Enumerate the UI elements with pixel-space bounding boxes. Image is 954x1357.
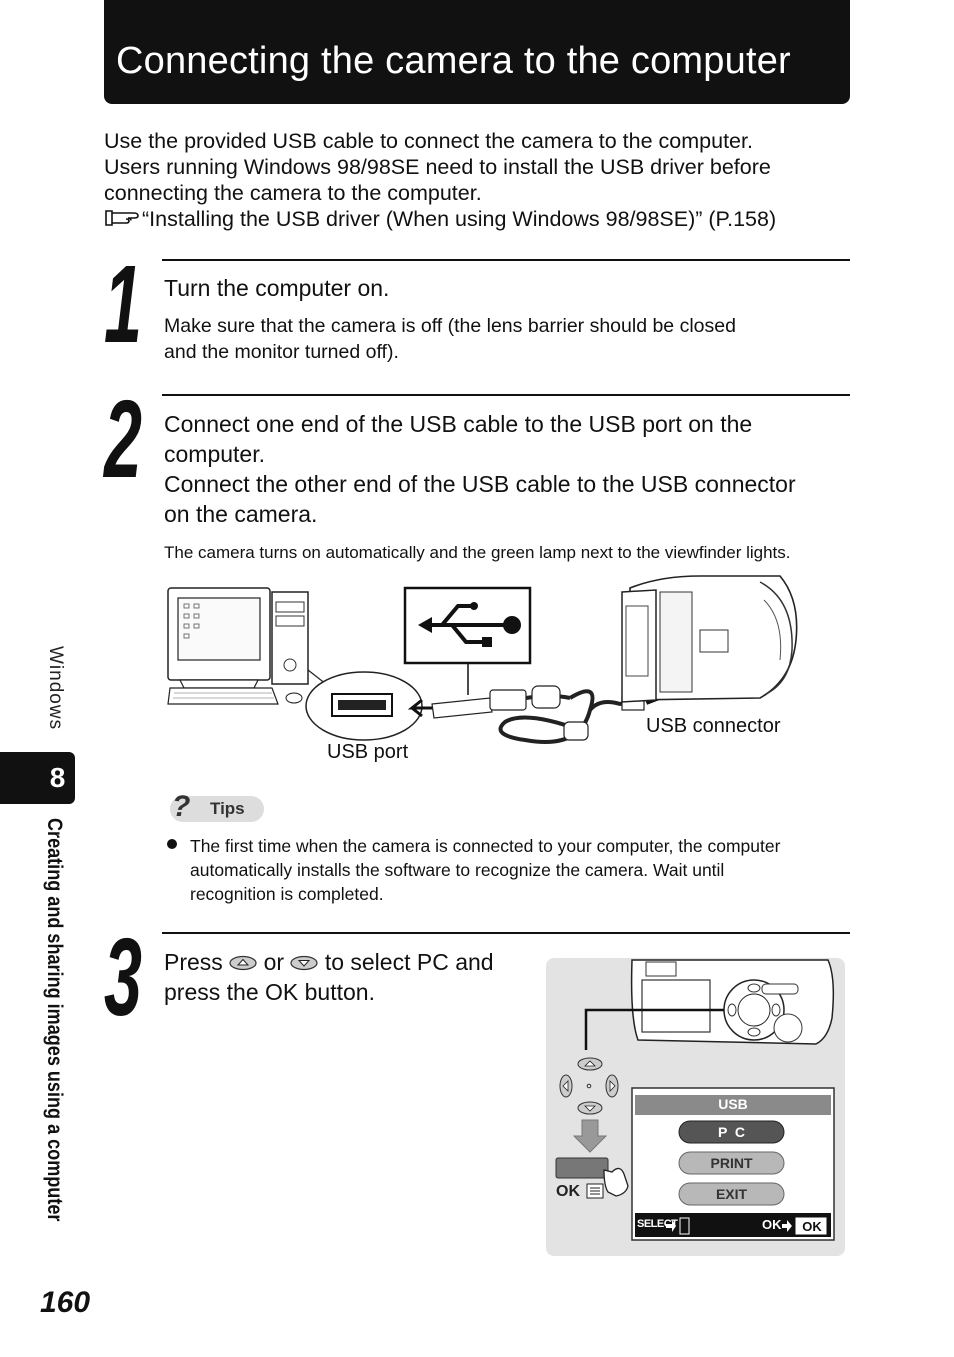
step-divider <box>162 932 850 934</box>
step-3-instruction-line: Press or to select PC and <box>164 947 544 977</box>
step-2-instruction-line: on the camera. <box>164 501 318 527</box>
menu-footer-ok: OK <box>762 1217 782 1232</box>
ok-button-label: OK <box>556 1183 580 1200</box>
direction-pad-icon <box>559 1057 619 1115</box>
step-3-text: Press <box>164 949 223 975</box>
camera-back-icon <box>630 959 835 1045</box>
page-number: 160 <box>40 1286 91 1319</box>
step-3-instruction-line: press the OK button. <box>164 979 375 1005</box>
intro-line: Use the provided USB cable to connect th… <box>104 129 753 153</box>
step-2-instruction-line: Connect the other end of the USB cable t… <box>164 471 796 497</box>
keyboard-icon <box>167 687 303 705</box>
step-1-detail-line: Make sure that the camera is off (the le… <box>164 315 736 337</box>
usb-port-label: USB port <box>327 741 409 763</box>
menu-option-pc[interactable]: P C <box>718 1124 745 1140</box>
menu-footer-ok-box: OK <box>802 1219 822 1234</box>
usb-symbol-icon <box>403 586 532 695</box>
step-number: 1 <box>104 243 142 366</box>
section-label: Windows <box>45 646 66 731</box>
title-bar: Connecting the camera to the computer <box>104 0 850 104</box>
ok-button-icon <box>555 1157 609 1199</box>
intro-line: connecting the camera to the computer. <box>104 181 482 205</box>
bullet-icon <box>167 839 177 849</box>
page-title: Connecting the camera to the computer <box>116 40 791 82</box>
step-number: 3 <box>104 916 142 1039</box>
computer-tower-icon <box>271 591 309 685</box>
step-1-instruction: Turn the computer on. <box>164 275 390 301</box>
tips-item-line: automatically installs the software to r… <box>190 860 725 880</box>
tips-item: The first time when the camera is connec… <box>190 834 860 906</box>
pointing-hand-icon <box>105 210 139 226</box>
menu-option-exit[interactable]: EXIT <box>715 1186 748 1202</box>
arrow-down-button-icon <box>290 955 319 971</box>
intro-reference: “Installing the USB driver (When using W… <box>104 206 864 232</box>
step-2-note: The camera turns on automatically and th… <box>164 543 791 562</box>
chapter-number-tab: 8 <box>0 752 75 804</box>
question-mark-icon: ? <box>172 790 191 823</box>
lcd-menu-screen <box>631 1087 835 1241</box>
usb-connector-label: USB connector <box>646 715 781 737</box>
step-1-detail-line: and the monitor turned off). <box>164 341 399 363</box>
step-2-instruction-line: Connect one end of the USB cable to the … <box>164 411 753 437</box>
step-3-instruction: Press or to select PC and press the OK b… <box>164 947 544 1007</box>
camera-back-drawing <box>555 959 835 1241</box>
step-divider <box>162 394 850 396</box>
tips-label: Tips <box>210 799 245 818</box>
step-2-instruction: Connect one end of the USB cable to the … <box>164 409 854 529</box>
arrow-up-button-icon <box>229 955 257 971</box>
camera-icon <box>621 575 798 703</box>
usb-port-callout <box>305 669 456 741</box>
step-divider <box>162 259 850 261</box>
intro-text: Use the provided USB cable to connect th… <box>104 128 864 232</box>
intro-reference-text: “Installing the USB driver (When using W… <box>142 207 777 231</box>
step-number: 2 <box>104 378 142 501</box>
usb-menu-title: USB <box>718 1096 748 1112</box>
intro-line: Users running Windows 98/98SE need to in… <box>104 155 771 179</box>
step-2-instruction-line: computer. <box>164 441 265 467</box>
step-1-detail: Make sure that the camera is off (the le… <box>164 313 854 365</box>
menu-footer-select: SELECT <box>637 1218 678 1230</box>
menu-option-print[interactable]: PRINT <box>710 1155 753 1171</box>
pressing-hand-icon <box>603 1167 629 1197</box>
step-3-text: to select PC and <box>324 949 494 975</box>
computer-monitor-icon <box>167 587 271 689</box>
chapter-number: 8 <box>49 762 66 793</box>
chapter-title: Creating and sharing images using a comp… <box>43 818 66 1222</box>
tips-item-line: The first time when the camera is connec… <box>190 836 781 856</box>
tips-badge: ? Tips <box>170 790 264 823</box>
step-3-text: or <box>263 949 285 975</box>
tips-item-line: recognition is completed. <box>190 884 384 904</box>
usb-connection-diagram <box>167 575 798 744</box>
